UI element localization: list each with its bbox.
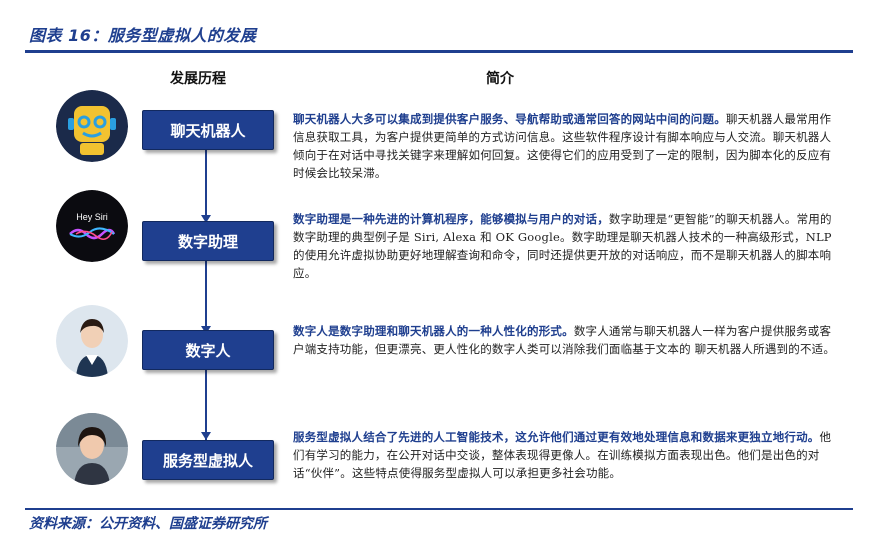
description-lead: 服务型虚拟人结合了先进的人工智能技术，这允许他们通过更有效地处理信息和数据来更独… xyxy=(293,430,820,444)
robot-icon xyxy=(56,90,128,162)
siri-icon-label: Hey Siri xyxy=(76,212,108,222)
column-header-description: 简介 xyxy=(486,68,514,88)
stage-chatbot-description: 聊天机器人大多可以集成到提供客户服务、导航帮助或通常回答的网站中间的问题。聊天机… xyxy=(293,110,838,182)
stage-service-virtual-human-button[interactable]: 服务型虚拟人 xyxy=(142,440,274,480)
source-note: 资料来源：公开资料、国盛证券研究所 xyxy=(29,513,267,533)
stage-label: 聊天机器人 xyxy=(170,120,245,141)
column-header-stage: 发展历程 xyxy=(170,68,226,88)
virtual-human-icon xyxy=(56,413,128,485)
bottom-divider xyxy=(25,508,853,510)
siri-icon: Hey Siri xyxy=(56,190,128,262)
arrow-down-icon xyxy=(201,432,211,440)
stage-digital-assistant-description: 数字助理是一种先进的计算机程序，能够模拟与用户的对话，数字助理是“更智能”的聊天… xyxy=(293,210,838,282)
description-lead: 数字人是数字助理和聊天机器人的一种人性化的形式。 xyxy=(293,324,574,338)
stage-digital-human-description: 数字人是数字助理和聊天机器人的一种人性化的形式。数字人通常与聊天机器人一样为客户… xyxy=(293,322,838,358)
digital-human-icon xyxy=(56,305,128,377)
stage-label: 服务型虚拟人 xyxy=(163,450,253,471)
top-divider xyxy=(25,50,853,53)
stage-chatbot-button[interactable]: 聊天机器人 xyxy=(142,110,274,150)
stage-digital-human-button[interactable]: 数字人 xyxy=(142,330,274,370)
stage-digital-assistant-button[interactable]: 数字助理 xyxy=(142,221,274,261)
description-lead: 聊天机器人大多可以集成到提供客户服务、导航帮助或通常回答的网站中间的问题。 xyxy=(293,112,726,126)
description-lead: 数字助理是一种先进的计算机程序，能够模拟与用户的对话， xyxy=(293,212,609,226)
stage-service-virtual-human-description: 服务型虚拟人结合了先进的人工智能技术，这允许他们通过更有效地处理信息和数据来更独… xyxy=(293,428,838,482)
timeline-connector xyxy=(205,146,207,476)
stage-label: 数字助理 xyxy=(178,231,238,252)
page-title: 图表 16：服务型虚拟人的发展 xyxy=(29,22,256,46)
stage-label: 数字人 xyxy=(185,340,230,361)
